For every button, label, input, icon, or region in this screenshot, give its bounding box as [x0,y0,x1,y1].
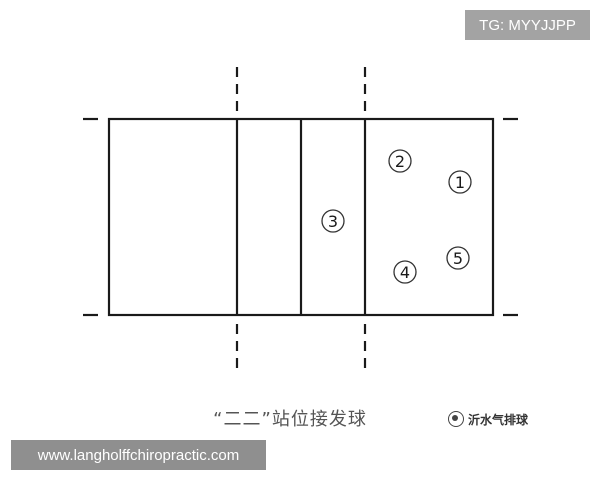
url-watermark: www.langholffchiropractic.com [11,440,266,470]
watermark-tag: TG: MYYJJPP [465,10,590,40]
source-logo: 沂水气排球 [448,410,528,428]
player-marker-4: 4 [393,260,417,284]
player-number: 4 [400,263,410,282]
player-number: 3 [328,212,338,231]
player-marker-2: 2 [388,149,412,173]
player-number: 5 [453,249,463,268]
player-number: 2 [395,152,405,171]
wechat-icon [448,411,464,427]
player-marker-3: 3 [321,209,345,233]
source-logo-text: 沂水气排球 [468,412,529,427]
player-number: 1 [455,173,465,192]
player-marker-1: 1 [448,170,472,194]
diagram-caption: “二二”站位接发球 [213,409,367,430]
player-marker-5: 5 [446,246,470,270]
